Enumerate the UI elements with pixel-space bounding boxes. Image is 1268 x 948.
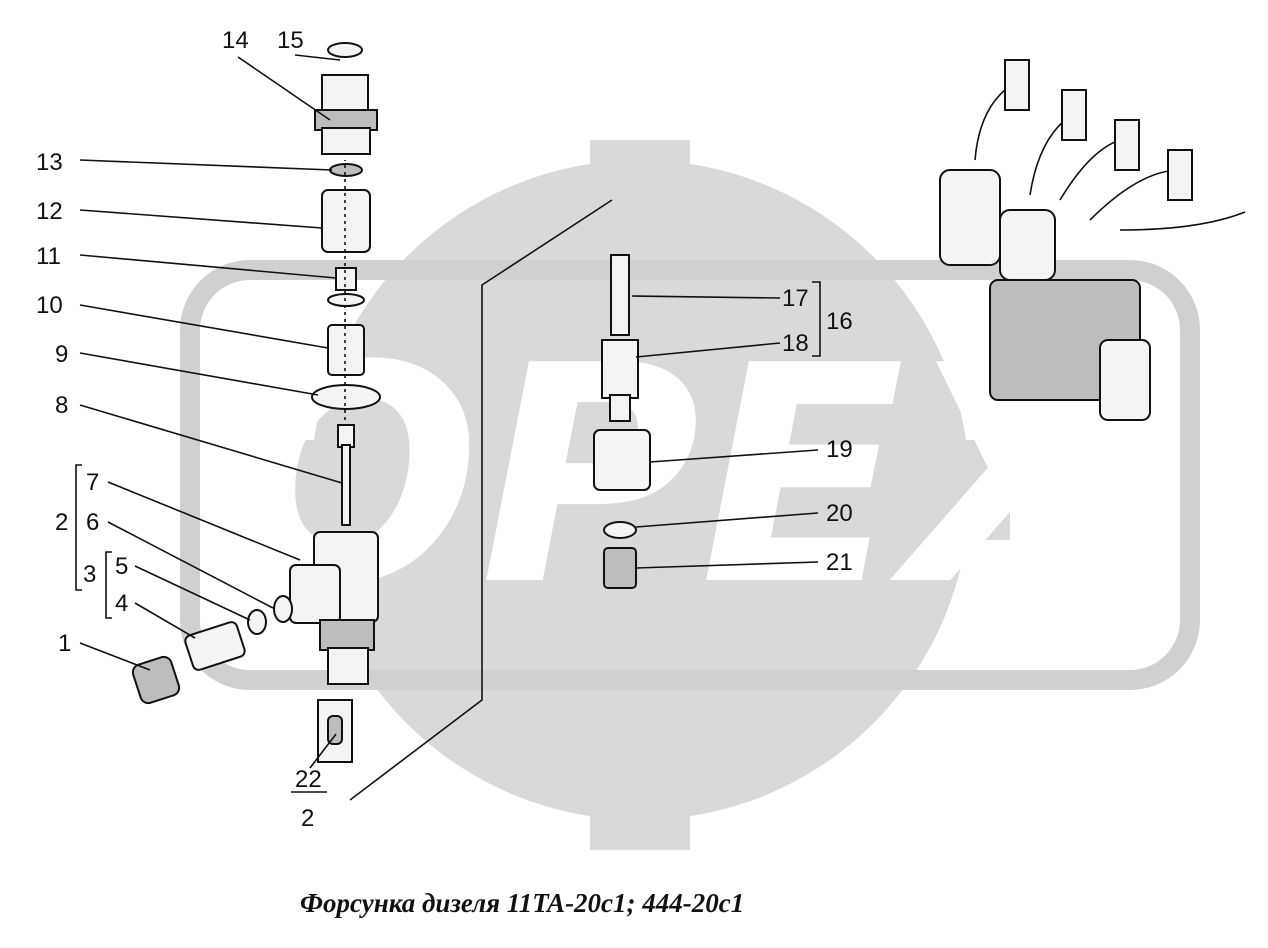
leader-22 — [309, 733, 337, 769]
leader-12 — [79, 209, 323, 229]
part-7-collar — [319, 619, 375, 651]
part-14-body — [321, 127, 371, 155]
part-8-rod — [341, 444, 351, 526]
injector-1 — [1004, 59, 1030, 111]
leader-15 — [294, 54, 341, 61]
leader-8 — [79, 404, 343, 484]
part-11-plate — [335, 267, 357, 291]
part-13-nut — [329, 163, 363, 177]
filter-right — [999, 209, 1056, 281]
leader-17 — [631, 295, 781, 299]
watermark-gear-tooth — [270, 440, 340, 540]
part-9-washer — [311, 384, 381, 410]
bracket-16 — [812, 281, 821, 357]
callout-7: 7 — [86, 469, 99, 496]
part-14-top-nut — [321, 74, 369, 114]
part-1-nut — [131, 655, 181, 705]
bracket-2 — [75, 464, 82, 591]
callout-5: 5 — [115, 553, 128, 580]
leader-10 — [79, 304, 329, 349]
leader-5 — [134, 565, 251, 621]
leader-7 — [107, 481, 301, 561]
watermark-gear-tooth — [590, 140, 690, 210]
part-11-base — [327, 293, 365, 307]
callout-13: 13 — [36, 149, 63, 176]
callout-4: 4 — [115, 590, 128, 617]
part-5-washer — [247, 609, 267, 635]
callout-22-qty: 2 — [301, 805, 314, 832]
callout-20: 20 — [826, 500, 853, 527]
part-7-side-port — [289, 564, 341, 624]
callout-11: 11 — [36, 243, 61, 270]
callout-9: 9 — [55, 341, 68, 368]
part-6-washer — [273, 595, 293, 623]
injector-2 — [1061, 89, 1087, 141]
leader-14 — [237, 56, 331, 121]
injector-3 — [1114, 119, 1140, 171]
filter-left — [939, 169, 1001, 266]
callout-8: 8 — [55, 392, 68, 419]
leader-13 — [79, 159, 333, 171]
callout-12: 12 — [36, 198, 63, 225]
callouts: 14 15 13 12 11 10 9 8 7 2 6 3 5 4 1 22 2… — [36, 27, 853, 832]
callout-19: 19 — [826, 436, 853, 463]
leader-20 — [635, 512, 819, 528]
part-8-rod-head — [337, 424, 355, 448]
callout-16: 16 — [826, 308, 853, 335]
callout-15: 15 — [277, 27, 304, 54]
leader-6 — [107, 521, 274, 609]
leader-19 — [649, 449, 819, 463]
part-20-washer — [603, 521, 637, 539]
part-19-nut — [593, 429, 651, 491]
injector-4 — [1167, 149, 1193, 201]
part-12-housing — [321, 189, 371, 253]
part-22-pin — [327, 715, 343, 745]
watermark-frame — [180, 260, 1200, 690]
callout-21: 21 — [826, 549, 853, 576]
bracket-3 — [105, 551, 112, 619]
callout-2: 2 — [55, 509, 68, 536]
part-18-tip — [609, 394, 631, 422]
part-15-cap — [327, 42, 363, 58]
leader-18 — [635, 342, 781, 358]
callout-18: 18 — [782, 330, 809, 357]
diagram-caption: Форсунка дизеля 11ТА-20с1; 444-20с1 — [300, 888, 744, 918]
part-18-nozzle — [601, 339, 639, 399]
leader-4 — [134, 602, 196, 639]
leader-1 — [79, 642, 151, 671]
leader-lines — [75, 54, 821, 801]
leader-11 — [79, 254, 337, 279]
pump-governor — [1099, 339, 1151, 421]
injector-column — [131, 42, 381, 763]
fuel-lines — [974, 79, 1246, 231]
callout-3: 3 — [83, 561, 96, 588]
callout-1: 1 — [58, 630, 71, 657]
callout-17: 17 — [782, 285, 809, 312]
callout-22: 22 — [295, 766, 322, 793]
watermark-gear-tooth — [590, 780, 690, 850]
engine-assembly — [939, 59, 1246, 421]
callout-6: 6 — [86, 509, 99, 536]
watermark-gear-tooth — [940, 440, 1010, 540]
leader-9 — [79, 352, 319, 396]
nozzle-column — [593, 254, 651, 589]
part-21-sleeve — [603, 547, 637, 589]
assembly-path — [349, 199, 613, 801]
leader-21 — [635, 561, 819, 569]
part-7-thread — [327, 647, 369, 685]
part-17-needle — [610, 254, 630, 336]
callout-10: 10 — [36, 292, 63, 319]
callout-14: 14 — [222, 27, 249, 54]
part-4-union — [184, 621, 246, 671]
part-10-spring — [327, 324, 365, 376]
